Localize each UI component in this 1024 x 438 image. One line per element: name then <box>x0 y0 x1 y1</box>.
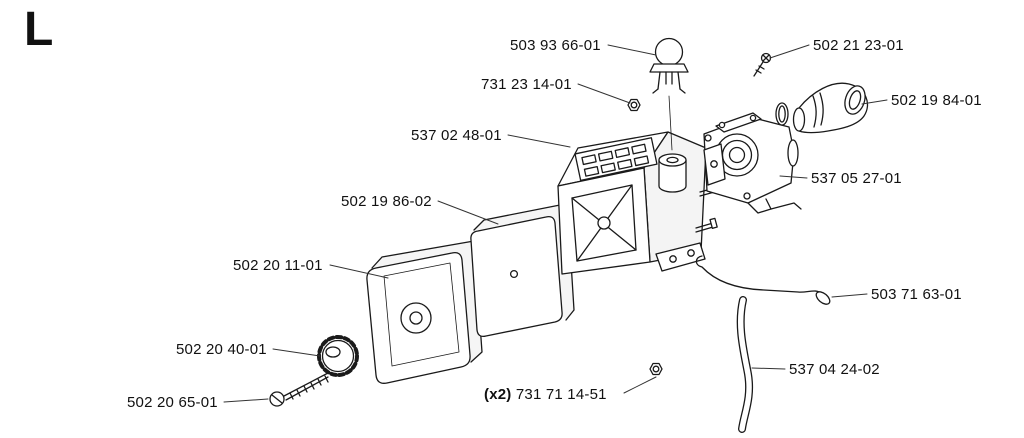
air-filter-element-part <box>470 204 575 338</box>
part-number: 537 04 24-02 <box>789 361 880 378</box>
throttle-rod-part <box>695 255 831 305</box>
leader-lines <box>223 44 888 403</box>
part-qty: (x2) <box>484 386 512 403</box>
cover-screw-part <box>269 372 329 407</box>
part-number: 502 19 84-01 <box>891 92 982 109</box>
callout-throttle-rod: 503 71 63-01 <box>871 286 962 303</box>
primer-bulb-part <box>649 37 689 151</box>
air-filter-cover-part <box>366 240 483 384</box>
part-number: 537 02 48-01 <box>411 127 502 144</box>
part-number: 731 23 14-01 <box>481 76 572 93</box>
part-number: 503 93 66-01 <box>510 37 601 54</box>
intake-elbow-part <box>792 82 869 134</box>
carburetor-part <box>703 112 802 214</box>
callout-cover-knob: 502 20 40-01 <box>176 341 267 358</box>
section-letter: L <box>24 3 54 56</box>
part-number: 502 21 23-01 <box>813 37 904 54</box>
callout-fuel-hose: 537 04 24-02 <box>789 361 880 378</box>
primer-mount-tower <box>658 153 687 193</box>
callout-nut-x2: (x2) 731 71 14-51 <box>484 386 607 403</box>
nut-x2-part <box>649 362 663 376</box>
fuel-hose-part <box>736 296 754 433</box>
callout-intake-elbow: 502 19 84-01 <box>891 92 982 109</box>
callout-cover-screw: 502 20 65-01 <box>127 394 218 411</box>
cover-knob-part <box>317 335 359 377</box>
mounting-nut-part <box>627 98 641 112</box>
callout-clamp-screw: 502 21 23-01 <box>813 37 904 54</box>
callout-filter-housing: 537 02 48-01 <box>411 127 502 144</box>
part-number: 731 71 14-51 <box>515 386 607 403</box>
part-number: 537 05 27-01 <box>811 170 902 187</box>
clamp-screw-part <box>753 52 772 77</box>
part-number: 502 19 86-02 <box>341 193 432 210</box>
housing-vent-grille <box>574 137 658 182</box>
o-ring-part <box>775 102 789 126</box>
part-number: 502 20 40-01 <box>176 341 267 358</box>
callout-filter-element: 502 19 86-02 <box>341 193 432 210</box>
callout-carburetor: 537 05 27-01 <box>811 170 902 187</box>
part-number: 502 20 11-01 <box>233 257 323 274</box>
callout-filter-cover: 502 20 11-01 <box>233 257 323 274</box>
part-number: 503 71 63-01 <box>871 286 962 303</box>
air-filter-housing-part <box>557 131 723 275</box>
callout-primer-bulb: 503 93 66-01 <box>510 37 601 54</box>
callout-mounting-nut: 731 23 14-01 <box>481 76 572 93</box>
part-number: 502 20 65-01 <box>127 394 218 411</box>
